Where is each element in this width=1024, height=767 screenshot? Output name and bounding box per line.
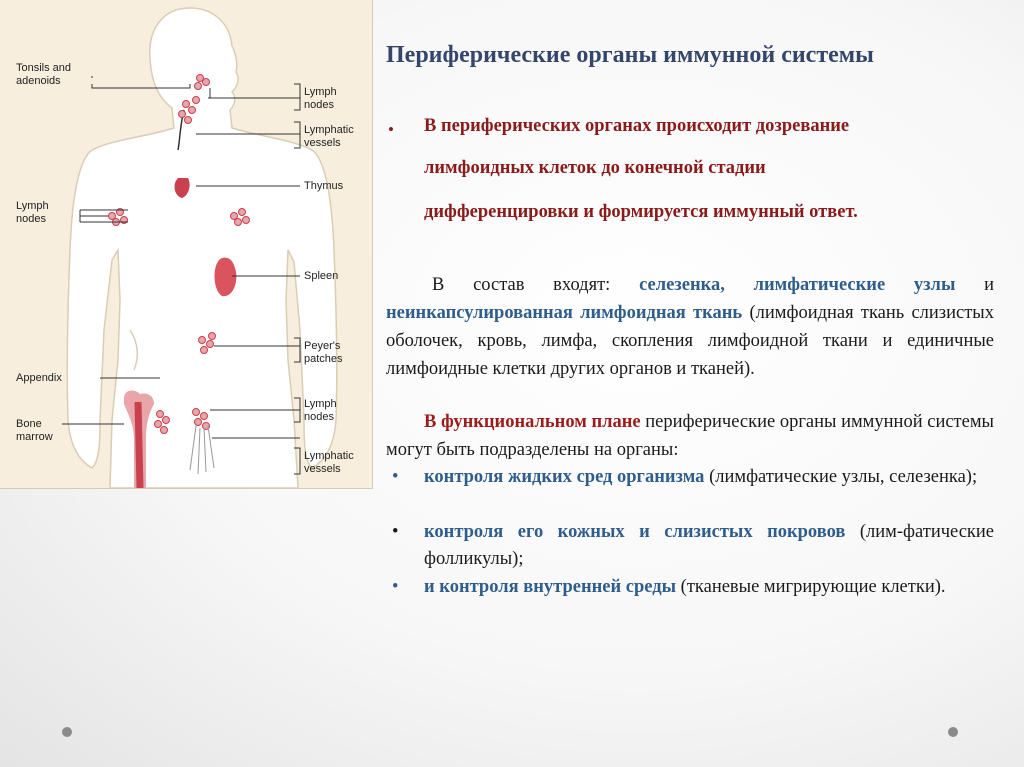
label-lymph-nodes-left: Lymph nodes <box>16 200 49 225</box>
functional-rest: периферические органы иммунной системы м… <box>386 412 994 460</box>
list-item-rest: (тканевые мигрирующие клетки). <box>676 577 946 597</box>
lymph-node-clusters <box>108 74 250 434</box>
list-item: • контроля его кожных и слизистых покров… <box>386 519 994 575</box>
list-bullet: • <box>392 577 399 597</box>
composition-rest: (лимфоидная ткань слизистых оболочек, кр… <box>386 303 994 379</box>
list-item-rest: (лим-фатические фолликулы); <box>424 522 995 569</box>
list-item-text: и контроля внутренней среды (тканевые ми… <box>424 574 994 601</box>
functional-highlight: В функциональном плане <box>424 412 641 432</box>
paragraph-composition: В состав входят: селезенка, лимфатически… <box>386 271 994 383</box>
lymphatic-system-figure: Tonsils and adenoids Lymph nodes Lymphat… <box>0 0 373 489</box>
list-item-highlight: и контроля внутренней среды <box>424 577 677 597</box>
list-item-rest: (лимфатические узлы, селезенка); <box>704 467 978 487</box>
composition-highlight-1: селезенка, лимфатические узлы <box>639 275 956 295</box>
list-item: • и контроля внутренней среды (тканевые … <box>386 574 994 630</box>
list-item: • контроля жидких сред организма (лимфат… <box>386 464 994 520</box>
label-lymph-nodes-neck: Lymph nodes <box>304 86 337 111</box>
prev-slide-button[interactable] <box>62 727 72 737</box>
list-bullet: • <box>392 467 399 487</box>
composition-intro: В состав входят: <box>432 275 611 295</box>
list-item-text: контроля его кожных и слизистых покровов… <box>424 519 994 573</box>
label-lymphatic-vessels-bottom: Lymphatic vessels <box>304 450 354 475</box>
spleen-organ <box>214 257 237 297</box>
leader-lines <box>62 76 301 475</box>
lymphatic-vessels <box>189 425 215 475</box>
key-statement-line-3: дифференцировки и формируется иммунный о… <box>424 202 858 222</box>
list-item-text: контроля жидких сред организма (лимфатич… <box>424 464 994 491</box>
bullet-marker: • <box>388 120 394 139</box>
key-statement-line-2: лимфоидных клеток до конечной стадии <box>424 158 766 178</box>
label-tonsils: Tonsils and adenoids <box>16 62 72 87</box>
key-statement-line-1: В периферических органах происходит дозр… <box>424 116 850 136</box>
thymus-organ <box>174 178 190 198</box>
body-diagram <box>62 7 338 488</box>
label-thymus: Thymus <box>304 180 344 192</box>
label-bone-marrow: Bone marrow <box>16 418 53 443</box>
label-appendix: Appendix <box>16 372 62 384</box>
label-spleen: Spleen <box>304 270 339 282</box>
list-bullet: • <box>392 522 399 542</box>
list-item-highlight: контроля его кожных и слизистых покровов <box>424 522 846 542</box>
paragraph-functional: В функциональном плане периферические ор… <box>386 408 994 464</box>
composition-highlight-2: неинкапсулированная лимфоидная ткань <box>386 303 743 323</box>
slide-title: Периферические органы иммунной системы <box>386 42 874 68</box>
next-slide-button[interactable] <box>948 727 958 737</box>
list-item-highlight: контроля жидких сред организма <box>424 467 705 487</box>
label-lymph-nodes-groin: Lymph nodes <box>304 398 337 423</box>
label-lymphatic-vessels-top: Lymphatic vessels <box>304 124 354 149</box>
label-peyers-patches: Peyer's patches <box>304 340 343 365</box>
composition-and: и <box>984 275 995 295</box>
